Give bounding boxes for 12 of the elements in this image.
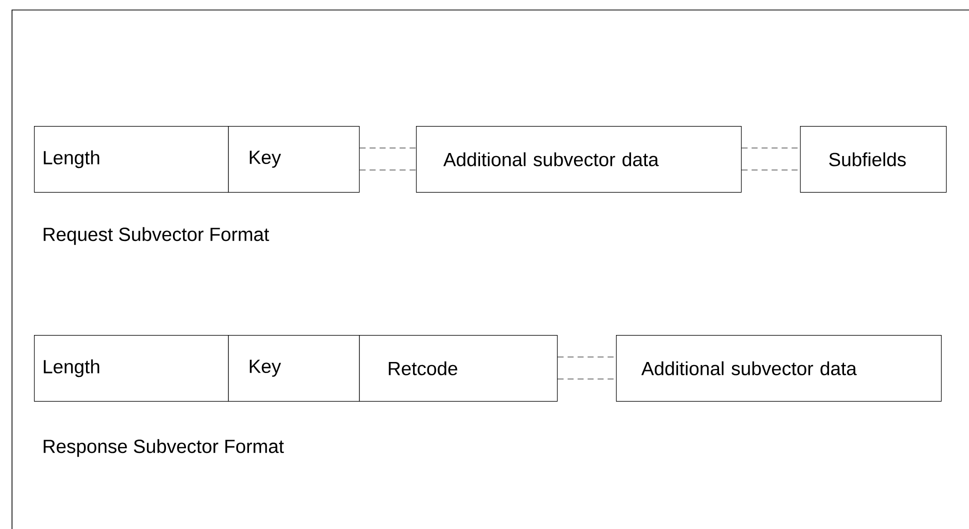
field-box: Length bbox=[34, 126, 229, 193]
field-box: Subfields bbox=[800, 126, 947, 193]
field-box: Key bbox=[228, 126, 360, 193]
dashed-line bbox=[557, 378, 616, 380]
format-caption: Response Subvector Format bbox=[44, 439, 284, 457]
field-box: Additional subvector data bbox=[616, 335, 942, 402]
field-box: Key bbox=[228, 335, 360, 402]
format-caption: Request Subvector Format bbox=[44, 227, 270, 245]
field-box: Length bbox=[34, 335, 229, 402]
field-box: Additional subvector data bbox=[416, 126, 742, 193]
field-box: Retcode bbox=[359, 335, 558, 402]
dashed-line bbox=[557, 356, 616, 358]
